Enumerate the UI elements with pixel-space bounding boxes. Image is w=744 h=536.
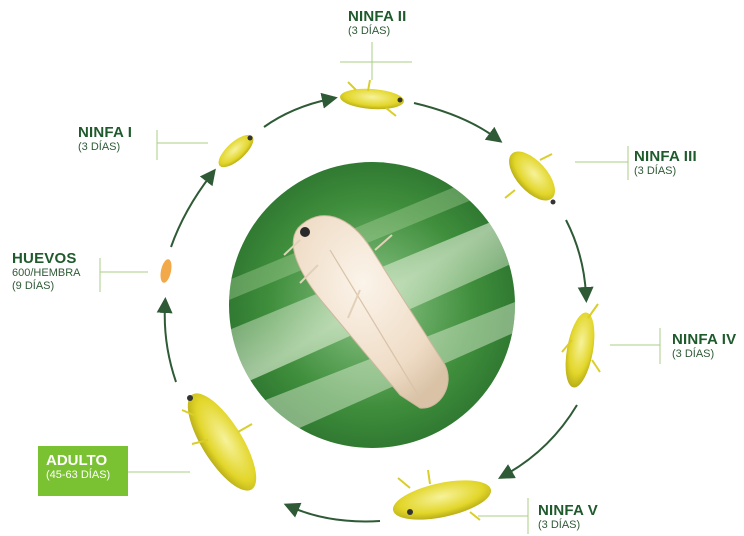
stage-ninfa2-nymph bbox=[339, 80, 404, 116]
leader-ninfa5 bbox=[478, 498, 528, 534]
stage-adulto-leafhopper bbox=[175, 384, 268, 500]
arrow-ninfa3-ninfa4 bbox=[566, 220, 586, 295]
leader-ninfa1 bbox=[157, 130, 208, 160]
ninfa3-title: NINFA III bbox=[634, 148, 697, 165]
stage-ninfa4-nymph bbox=[561, 304, 600, 390]
huevos-title: HUEVOS bbox=[12, 250, 80, 267]
ninfa3-duration: (3 DÍAS) bbox=[634, 165, 697, 178]
label-ninfa3: NINFA III (3 DÍAS) bbox=[634, 148, 697, 178]
leader-ninfa4 bbox=[610, 328, 660, 364]
ninfa5-duration: (3 DÍAS) bbox=[538, 519, 598, 532]
arrow-ninfa5-adulto bbox=[291, 507, 380, 521]
label-ninfa1: NINFA I (3 DÍAS) bbox=[78, 124, 132, 154]
arrow-adulto-huevos bbox=[165, 305, 176, 382]
huevos-per-female: 600/HEMBRA bbox=[12, 267, 80, 280]
arrow-ninfa2-ninfa3 bbox=[414, 103, 496, 138]
leader-huevos bbox=[100, 258, 148, 292]
leader-ninfa3 bbox=[575, 146, 628, 180]
stage-ninfa3-nymph bbox=[501, 144, 563, 209]
ninfa1-duration: (3 DÍAS) bbox=[78, 141, 132, 154]
label-ninfa5: NINFA V (3 DÍAS) bbox=[538, 502, 598, 532]
adulto-duration: (45-63 DÍAS) bbox=[46, 469, 128, 481]
ninfa4-title: NINFA IV bbox=[672, 331, 736, 348]
arrow-ninfa4-ninfa5 bbox=[505, 405, 577, 475]
label-adulto: ADULTO (45-63 DÍAS) bbox=[38, 446, 128, 496]
ninfa2-title: NINFA II bbox=[348, 8, 407, 25]
adulto-title: ADULTO bbox=[46, 452, 128, 469]
central-photo bbox=[229, 160, 520, 450]
leader-ninfa2 bbox=[340, 42, 412, 80]
stage-ninfa5-nymph bbox=[390, 470, 495, 527]
ninfa2-duration: (3 DÍAS) bbox=[348, 25, 407, 38]
arrow-huevos-ninfa1 bbox=[171, 175, 211, 247]
huevos-duration: (9 DÍAS) bbox=[12, 280, 80, 293]
stage-huevos-egg bbox=[159, 258, 174, 284]
label-ninfa2: NINFA II (3 DÍAS) bbox=[348, 8, 407, 38]
ninfa1-title: NINFA I bbox=[78, 124, 132, 141]
stage-ninfa1-nymph bbox=[214, 130, 259, 173]
arrow-ninfa1-ninfa2 bbox=[264, 99, 330, 127]
ninfa5-title: NINFA V bbox=[538, 502, 598, 519]
ninfa4-duration: (3 DÍAS) bbox=[672, 348, 736, 361]
label-huevos: HUEVOS 600/HEMBRA (9 DÍAS) bbox=[12, 250, 80, 293]
label-ninfa4: NINFA IV (3 DÍAS) bbox=[672, 331, 736, 361]
